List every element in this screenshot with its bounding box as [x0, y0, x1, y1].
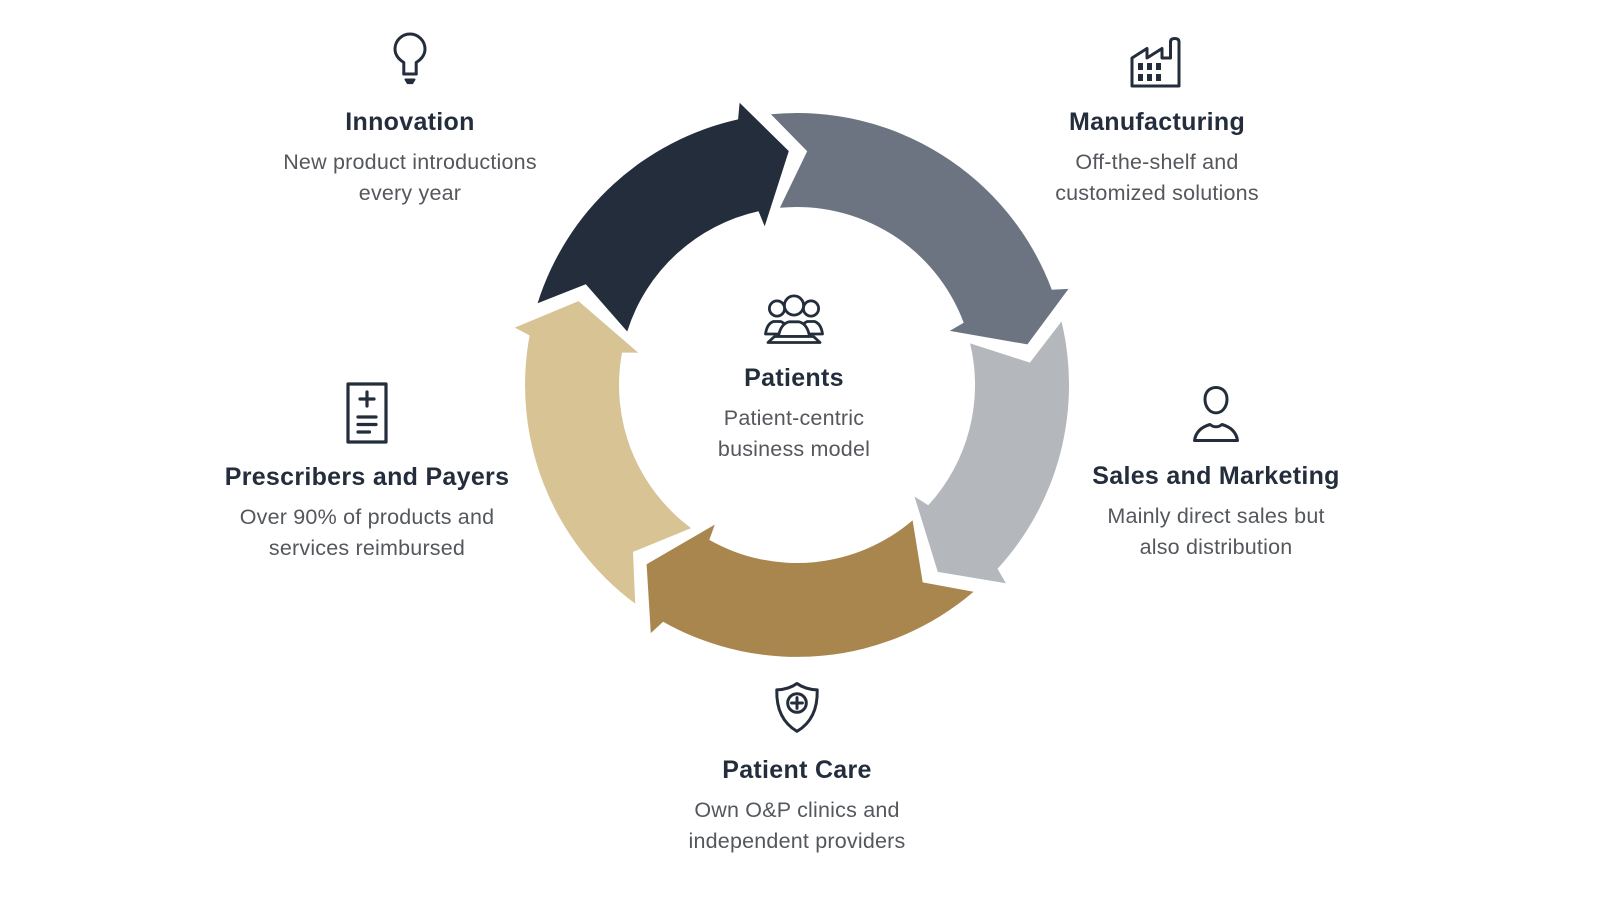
node-title: Manufacturing: [1068, 108, 1246, 136]
node-title: Prescribers and Payers: [224, 463, 510, 491]
cycle-arrow-patient-care: [646, 520, 974, 657]
node-prescribers-and-payers: Prescribers and Payers Over 90% of produ…: [177, 379, 557, 564]
node-innovation: Innovation New product introductions eve…: [220, 30, 600, 209]
node-title: Patient Care: [722, 756, 872, 784]
prescription-icon: [343, 379, 391, 447]
shield-plus-icon: [769, 678, 825, 740]
node-description: Mainly direct sales but also distributio…: [1107, 504, 1325, 559]
node-description: Off-the-shelf and customized solutions: [1055, 150, 1259, 205]
node-description: Over 90% of products and services reimbu…: [239, 505, 495, 560]
center-description: Patient-centric business model: [717, 406, 871, 461]
cycle-arrow-sales-and-marketing: [914, 321, 1070, 584]
node-title: Innovation: [345, 108, 475, 136]
people-group-icon: [751, 288, 837, 348]
cycle-arrow-prescribers-and-payers: [514, 301, 692, 604]
node-manufacturing: Manufacturing Off-the-shelf and customiz…: [967, 32, 1347, 209]
node-sales-and-marketing: Sales and Marketing Mainly direct sales …: [1026, 382, 1406, 563]
node-patient-care: Patient Care Own O&P clinics and indepen…: [607, 678, 987, 857]
person-icon: [1188, 382, 1244, 446]
center-title: Patients: [744, 364, 844, 392]
cycle-arrow-manufacturing: [770, 113, 1069, 345]
factory-icon: [1125, 32, 1189, 92]
node-patients-center: Patients Patient-centric business model: [634, 288, 954, 465]
node-description: Own O&P clinics and independent provider…: [688, 798, 906, 853]
node-title: Sales and Marketing: [1092, 462, 1340, 490]
lightbulb-icon: [384, 30, 436, 92]
node-description: New product introductions every year: [283, 150, 537, 205]
cycle-arrow-innovation: [537, 102, 789, 332]
